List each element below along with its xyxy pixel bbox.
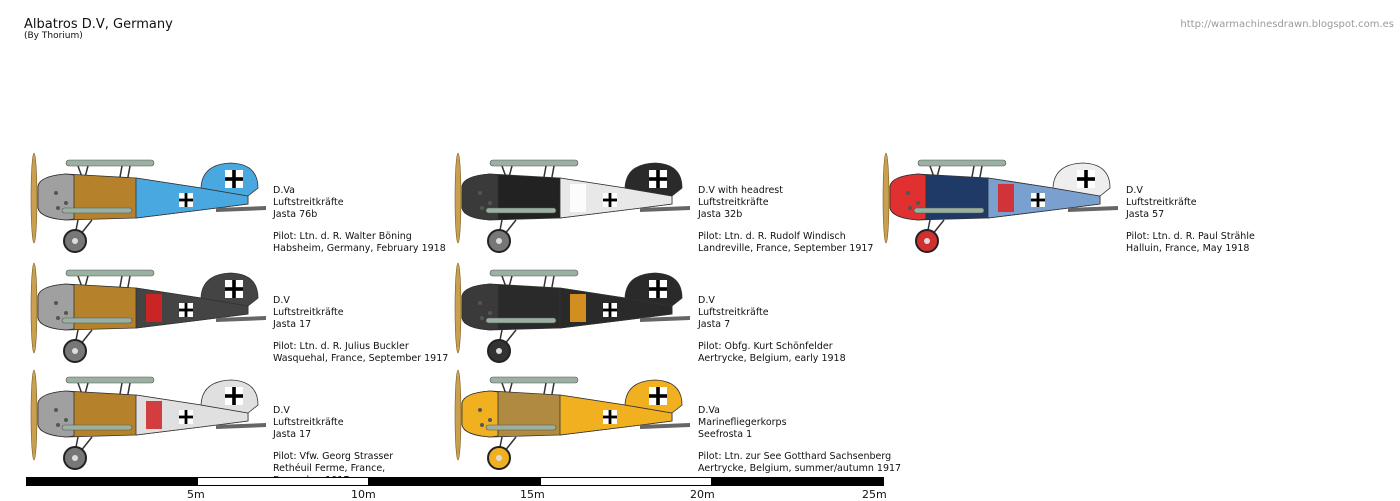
caption-variant: D.V <box>1126 185 1143 196</box>
caption-place: Landreville, France, September 1917 <box>698 243 874 254</box>
caption-pilot: Pilot: Vfw. Georg Strasser <box>273 451 394 462</box>
caption-service: Luftstreitkräfte <box>273 307 344 318</box>
aircraft-profile <box>450 148 700 268</box>
caption-service: Luftstreitkräfte <box>698 307 769 318</box>
scale-bar <box>26 477 884 486</box>
caption-pilot: Pilot: Ltn. zur See Gotthard Sachsenberg <box>698 451 892 462</box>
caption-service: Luftstreitkräfte <box>273 197 344 208</box>
scale-segment <box>540 477 712 486</box>
page-title: Albatros D.V, Germany <box>24 17 173 32</box>
caption-pilot: Pilot: Ltn. d. R. Paul Strähle <box>1126 231 1255 242</box>
scale-tick-label: 15m <box>520 488 545 501</box>
caption-service: Luftstreitkräfte <box>698 197 769 208</box>
caption-pilot: Pilot: Ltn. d. R. Julius Buckler <box>273 341 409 352</box>
author-credit: (By Thorium) <box>24 31 83 41</box>
caption-variant: D.V <box>273 295 290 306</box>
scale-segment <box>26 477 197 486</box>
caption-unit: Jasta 57 <box>1126 209 1165 220</box>
aircraft-profile <box>450 258 700 378</box>
caption-place: Aertrycke, Belgium, summer/autumn 1917 <box>698 463 902 474</box>
aircraft-profile <box>26 365 276 485</box>
source-url[interactable]: http://warmachinesdrawn.blogspot.com.es <box>1180 19 1394 30</box>
caption-variant: D.V <box>273 405 290 416</box>
scale-segment <box>197 477 369 486</box>
caption-place: Rethéuil Ferme, France, <box>273 463 386 474</box>
aircraft-profile <box>26 148 276 268</box>
caption-unit: Jasta 17 <box>273 429 312 440</box>
caption-place: Aertrycke, Belgium, early 1918 <box>698 353 846 364</box>
aircraft-profile <box>450 365 700 485</box>
caption-unit: Jasta 17 <box>273 319 312 330</box>
scale-tick-label: 20m <box>690 488 715 501</box>
caption-unit: Seefrosta 1 <box>698 429 753 440</box>
caption-variant: D.V with headrest <box>698 185 783 196</box>
scale-tick-label: 25m <box>862 488 887 501</box>
caption-pilot: Pilot: Ltn. d. R. Rudolf Windisch <box>698 231 846 242</box>
caption-pilot: Pilot: Ltn. d. R. Walter Böning <box>273 231 412 242</box>
caption-service: Luftstreitkräfte <box>273 417 344 428</box>
caption-place: Halluin, France, May 1918 <box>1126 243 1250 254</box>
caption-service: Marinefliegerkorps <box>698 417 787 428</box>
caption-place: Habsheim, Germany, February 1918 <box>273 243 446 254</box>
caption-unit: Jasta 76b <box>273 209 318 220</box>
caption-service: Luftstreitkräfte <box>1126 197 1197 208</box>
aircraft-profile <box>878 148 1128 268</box>
caption-pilot: Pilot: Obfg. Kurt Schönfelder <box>698 341 833 352</box>
scale-segment <box>369 477 540 486</box>
scale-segment <box>712 477 884 486</box>
caption-unit: Jasta 7 <box>698 319 731 330</box>
caption-place: Wasquehal, France, September 1917 <box>273 353 449 364</box>
aircraft-profile <box>26 258 276 378</box>
scale-tick-label: 5m <box>187 488 205 501</box>
caption-variant: D.Va <box>698 405 720 416</box>
caption-variant: D.Va <box>273 185 295 196</box>
scale-tick-label: 10m <box>351 488 376 501</box>
caption-variant: D.V <box>698 295 715 306</box>
caption-unit: Jasta 32b <box>698 209 743 220</box>
